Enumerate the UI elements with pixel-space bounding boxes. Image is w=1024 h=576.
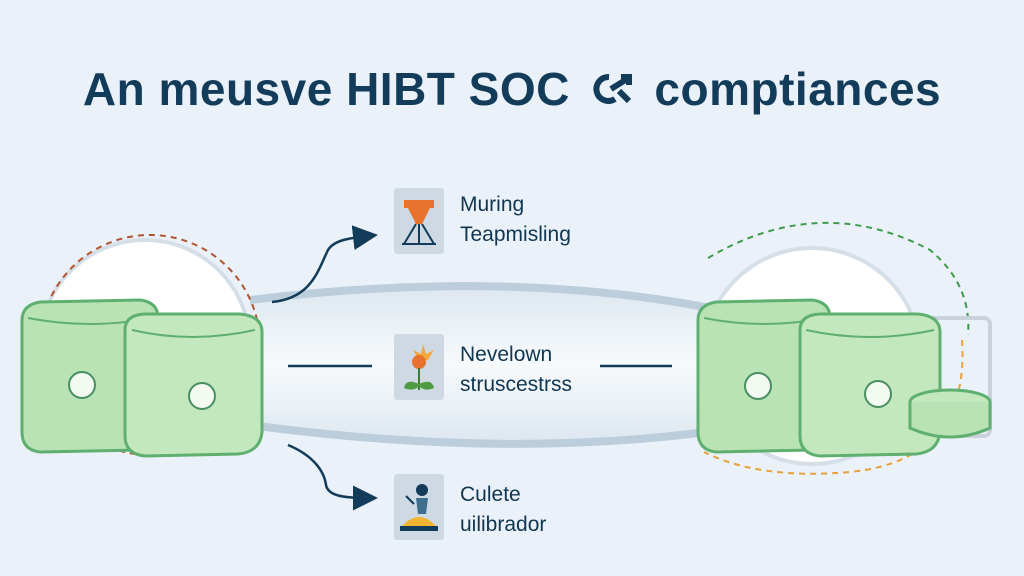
link-arrow-icon bbox=[593, 74, 633, 104]
node-2-line-1: Nevelown bbox=[460, 343, 553, 366]
node-label-2: Nevelown struscestrss bbox=[460, 340, 572, 400]
node-2-line-2: struscestrss bbox=[460, 373, 573, 396]
node-3-line-2: uilibrador bbox=[460, 513, 547, 536]
title-text-start: An meusve HIBT SOC bbox=[82, 63, 570, 115]
right-green-dashed-arc bbox=[707, 221, 970, 336]
arrow-to-bottom-node bbox=[287, 443, 378, 511]
node-label-3: Culete uilibrador bbox=[460, 480, 546, 540]
arrow-to-top-node bbox=[271, 225, 378, 304]
gear-icon bbox=[864, 380, 892, 408]
funnel-icon bbox=[394, 188, 444, 254]
plant-icon bbox=[394, 334, 444, 400]
gear-icon bbox=[188, 382, 216, 410]
left-jar-group bbox=[20, 234, 264, 458]
gear-icon bbox=[744, 372, 772, 400]
right-jar-front bbox=[798, 312, 942, 458]
page-title: An meusve HIBT SOC comptiances bbox=[0, 62, 1024, 116]
right-jar-back bbox=[696, 298, 832, 454]
connector-band bbox=[249, 282, 721, 448]
node-1-line-1: Muring bbox=[460, 193, 525, 216]
gear-icon bbox=[68, 371, 96, 399]
worker-icon bbox=[394, 474, 444, 540]
right-coin-stack bbox=[908, 388, 992, 439]
node-1-line-2: Teapmisling bbox=[460, 223, 571, 246]
left-jar-front bbox=[123, 312, 264, 458]
node-label-1: Muring Teapmisling bbox=[460, 190, 571, 250]
node-3-line-1: Culete bbox=[460, 483, 521, 506]
right-jar-group bbox=[696, 221, 992, 475]
title-text-end: comptiances bbox=[654, 63, 942, 115]
